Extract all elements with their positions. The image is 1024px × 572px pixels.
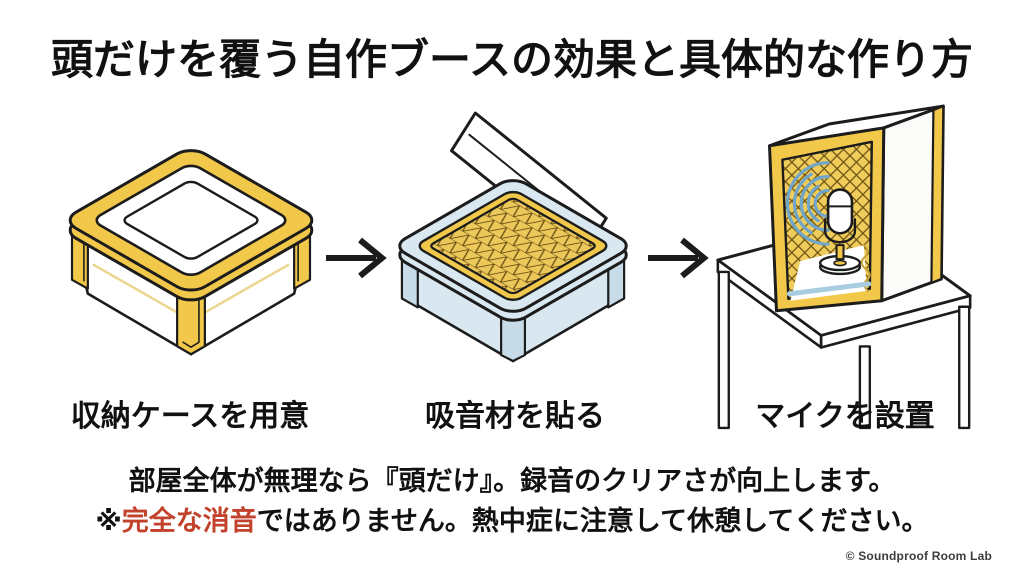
credit-watermark: © Soundproof Room Lab	[845, 549, 992, 563]
mic-booth-icon	[716, 104, 972, 430]
caution-prefix: ※	[95, 506, 122, 536]
step-label-prepare-case: 収納ケースを用意	[70, 400, 310, 433]
page-title: 頭だけを覆う自作ブースの効果と具体的な作り方	[51, 36, 973, 83]
illustration-mic-booth-on-desk	[695, 104, 993, 434]
arrow-right-icon	[642, 232, 714, 284]
illustration-closed-storage-case	[62, 134, 320, 372]
caution-highlight: 完全な消音	[121, 506, 257, 536]
caution-rest: ではありません。熱中症に注意して休憩してください。	[256, 506, 929, 536]
illustration-open-case-with-foam	[392, 107, 640, 369]
arrow-right-icon	[320, 232, 392, 284]
footer-benefit-text: 部屋全体が無理なら『頭だけ』。録音のクリアさが向上します。	[128, 466, 896, 496]
storage-case-icon	[62, 134, 320, 356]
step-label-attach-foam: 吸音材を貼る	[425, 400, 605, 433]
microphone-icon	[818, 188, 862, 276]
footer-caution-text: ※完全な消音ではありません。熱中症に注意して休憩してください。	[0, 499, 1024, 538]
step-label-set-mic: マイクを設置	[755, 400, 935, 433]
open-case-icon	[392, 111, 640, 363]
sound-waves-icon	[785, 161, 830, 246]
